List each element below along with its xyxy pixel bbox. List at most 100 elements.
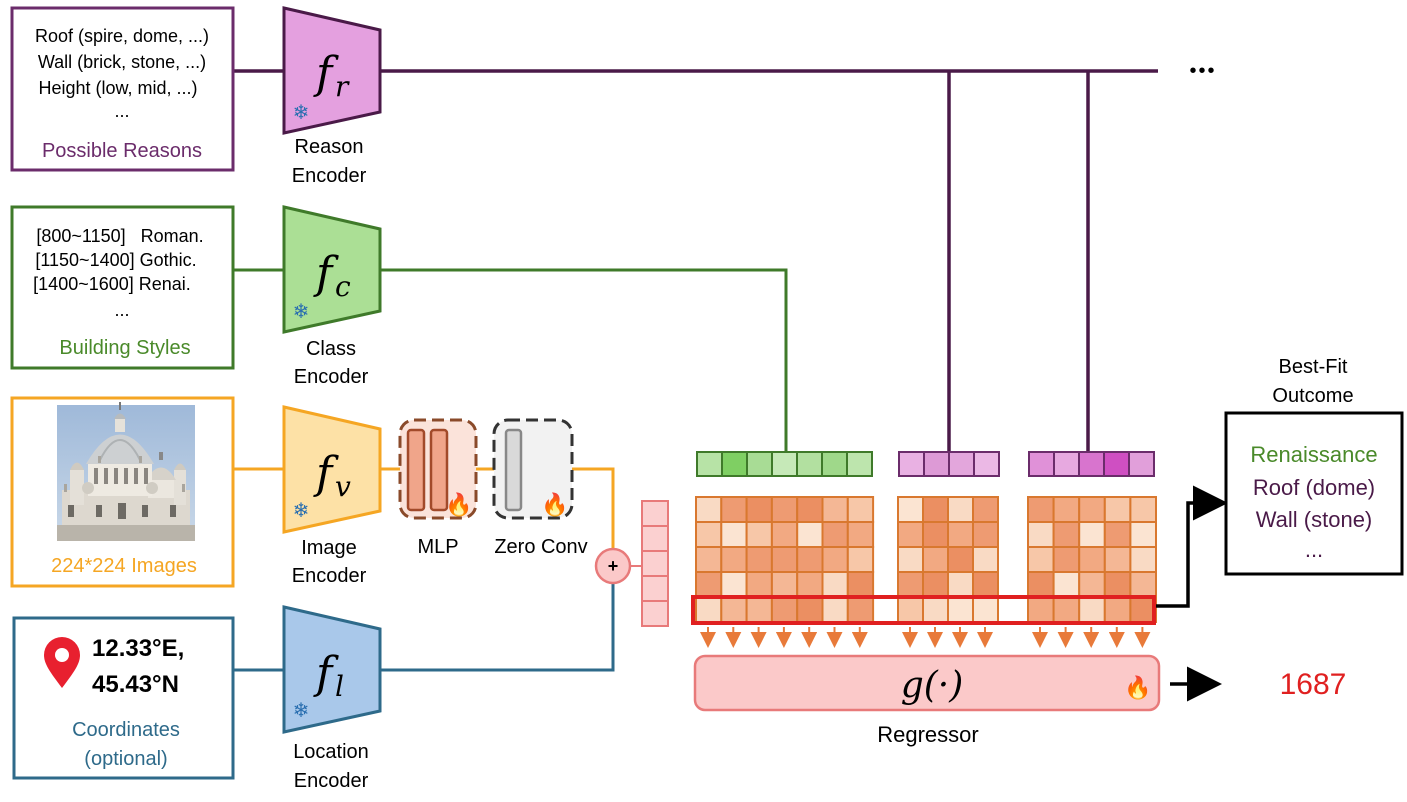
grid-cell [897,571,924,598]
grid-cell [897,596,924,623]
grid-cell [1078,571,1106,598]
grid-cell [770,521,799,548]
grid-cell [1052,596,1081,623]
latitude-value: 45.43°N [92,671,179,698]
location-pin-icon [44,637,80,688]
grid-cell [947,546,974,573]
grid-cell [745,496,773,523]
regressor-label: Regressor [877,722,978,747]
grid-cell [922,521,949,548]
grid-cell [720,596,748,623]
token-cell [1028,451,1055,477]
embedding-cell [641,525,669,552]
class-connection-lines [233,268,788,452]
grid-cell [1027,521,1055,548]
grid-cell [846,546,875,573]
outcome-roof: Roof (dome) [1253,475,1375,500]
grid-cell [796,571,824,598]
images-box: 224*224 Images [10,396,235,588]
snowflake-icon: ❄ [293,700,310,722]
grid-cell [897,521,924,548]
token-cell [1078,451,1105,477]
token-cell [821,451,848,477]
token-cell [1128,451,1155,477]
grid-cell [1129,546,1158,573]
grid-cell [821,496,849,523]
grid-cell [1027,596,1055,623]
zero-conv-block: 🔥 Zero Conv [492,418,588,558]
grid-cell [796,496,824,523]
longitude-value: 12.33°E, [92,635,184,662]
reason-encoder-label-1: Reason [295,136,364,158]
regressor: g(·) 🔥 Regressor [693,654,1161,747]
building-photo [57,402,195,541]
grid-cell [972,496,999,523]
grid-cell [745,546,773,573]
grid-cell [745,521,773,548]
grid-cell [846,571,875,598]
grid-cell [1103,496,1132,523]
fire-icon: 🔥 [1124,675,1151,700]
outcome-style: Renaissance [1250,442,1377,467]
outcome-wall: Wall (stone) [1256,507,1373,532]
location-encoder-label-2: Encoder [294,770,369,792]
coordinates-box: 12.33°E, 45.43°N Coordinates (optional) [12,616,235,780]
possible-reasons-caption: Possible Reasons [42,140,202,162]
outcome-title-line1: Best-Fit [1279,356,1348,378]
output-arrows [1156,485,1228,702]
style-line-3: [1400~1600] Renai. [33,274,191,294]
grid-cell [947,496,974,523]
grid-cell [972,596,999,623]
token-cell [696,451,723,477]
feature-grid-2 [897,496,999,623]
class-tokens [696,451,873,477]
fused-embedding-column [641,500,669,627]
grid-cell [720,546,748,573]
grid-cell [846,496,875,523]
embedding-cell [641,575,669,602]
reason-line-4: ... [114,101,129,121]
grid-cell [947,571,974,598]
grid-cell [897,496,924,523]
snowflake-icon: ❄ [293,500,310,522]
token-cell [721,451,748,477]
outcome-title-line2: Outcome [1272,385,1353,407]
selected-row-highlight [691,595,1156,625]
class-encoder-sub: c [335,270,351,303]
grid-cell [922,496,949,523]
grid-cell [922,596,949,623]
grid-cell [947,521,974,548]
mlp-label: MLP [417,536,458,558]
location-encoder: f l ❄ Location Encoder [282,605,382,792]
reason-tokens-1 [898,451,1000,477]
grid-cell [1078,596,1106,623]
grid-cell [1078,521,1106,548]
grid-cell [1052,571,1081,598]
building-styles-box: [800~1150] Roman. [1150~1400] Gothic. [1… [10,205,235,370]
style-line-2: [1150~1400] Gothic. [35,250,196,270]
token-cell [1103,451,1130,477]
grid-cell [972,521,999,548]
grid-cell [947,596,974,623]
token-cell [898,451,925,477]
regressor-expression: g(·) [901,665,964,706]
mlp-block: 🔥 MLP [398,418,478,558]
grid-cell [695,546,723,573]
grid-cell [1103,546,1132,573]
grid-cell [1103,571,1132,598]
grid-cell [846,596,875,623]
grid-cell [695,596,723,623]
reason-connection-lines [233,69,1158,452]
grid-cell [1103,596,1132,623]
location-encoder-label-1: Location [293,741,369,763]
best-fit-outcome: Best-Fit Outcome Renaissance Roof (dome)… [1224,356,1404,576]
grid-cell [972,546,999,573]
grid-cell [1078,496,1106,523]
coordinates-caption-line2: (optional) [84,748,167,770]
image-encoder-label-1: Image [301,537,357,559]
grid-cell [1129,521,1158,548]
grid-cell [796,546,824,573]
snowflake-icon: ❄ [293,301,310,323]
coordinates-caption-line1: Coordinates [72,719,180,741]
token-cell [948,451,975,477]
